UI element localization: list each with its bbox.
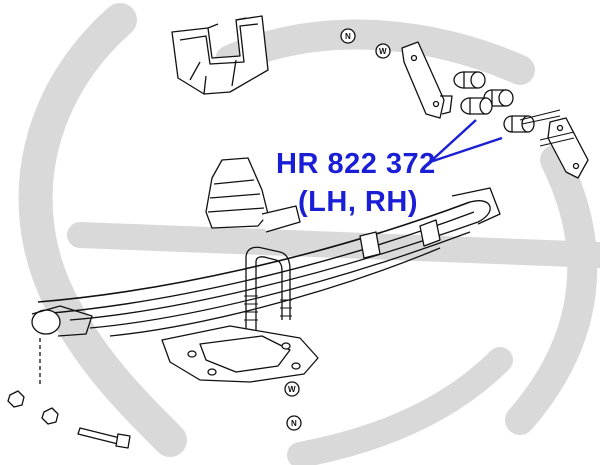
marker-n-top: [340, 28, 356, 44]
marker-n-bottom-label: N: [291, 419, 297, 428]
shackle-right: [519, 109, 589, 179]
nuts: [7, 390, 59, 425]
marker-w-top: [375, 43, 391, 59]
watermark: [18, 3, 600, 465]
line-art: [7, 15, 589, 449]
spring-clamp-1: [359, 231, 381, 259]
marker-w-bottom-label: W: [288, 385, 296, 394]
watermark-arc-bottom: [287, 347, 513, 465]
marker-n-bottom: [286, 415, 302, 431]
bushings: [453, 71, 535, 133]
spring-eye: [31, 309, 61, 335]
watermark-arc-right: [505, 145, 598, 435]
shackle-plate: [401, 41, 453, 119]
bolt-lower-left: [77, 427, 131, 449]
marker-w-bottom: [284, 381, 300, 397]
u-bolt: [244, 246, 292, 330]
watermark-arc-left: [18, 3, 187, 457]
part-number-label: HR 822 372: [276, 148, 436, 180]
callout-lines: [429, 119, 503, 164]
top-bracket: [171, 15, 269, 95]
spring-seat-plate: [161, 325, 319, 383]
marker-n-top-label: N: [345, 32, 351, 41]
bump-stop: [205, 157, 301, 233]
spring-clamp-2: [419, 219, 441, 247]
watermark-arc-top: [215, 19, 535, 85]
markers: [284, 28, 391, 431]
leaf-spring: [31, 187, 501, 385]
side-label: (LH, RH): [298, 186, 418, 218]
marker-w-top-label: W: [379, 47, 387, 56]
